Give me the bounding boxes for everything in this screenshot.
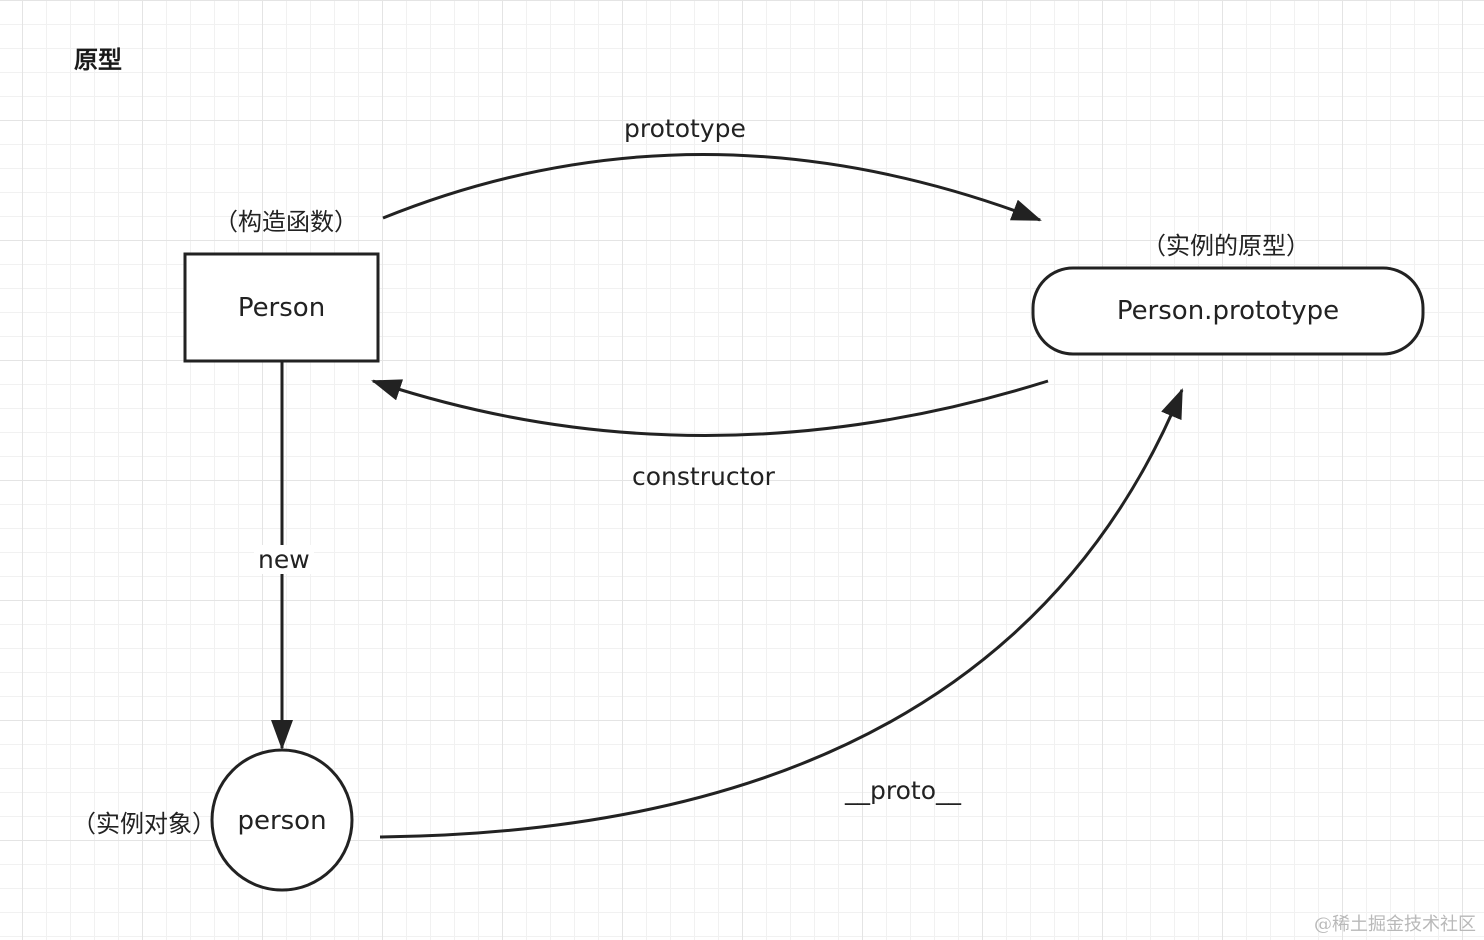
- person-constructor-box[interactable]: [183, 252, 380, 363]
- person-prototype-label: Person.prototype: [1116, 296, 1340, 326]
- constructor-arrow: [371, 379, 1049, 437]
- person-instance-label: person: [237, 806, 327, 836]
- prototype-arrow: [382, 153, 1042, 222]
- constructor-caption: （构造函数）: [214, 208, 358, 236]
- proto-edge-label: __proto__: [845, 776, 961, 805]
- constructor-edge-label: constructor: [632, 462, 775, 491]
- person-constructor-label: Person: [237, 293, 326, 323]
- page-title: 原型: [74, 46, 122, 74]
- instance-caption: （实例对象）: [72, 810, 216, 838]
- prototype-edge-label: prototype: [624, 114, 746, 143]
- watermark: @稀土掘金技术社区: [1314, 914, 1476, 935]
- prototype-caption: （实例的原型）: [1142, 232, 1310, 260]
- person-prototype-box[interactable]: [1031, 266, 1425, 356]
- proto-arrow: [379, 388, 1184, 839]
- person-instance-circle[interactable]: [210, 748, 354, 892]
- new-edge-label: new: [254, 545, 314, 574]
